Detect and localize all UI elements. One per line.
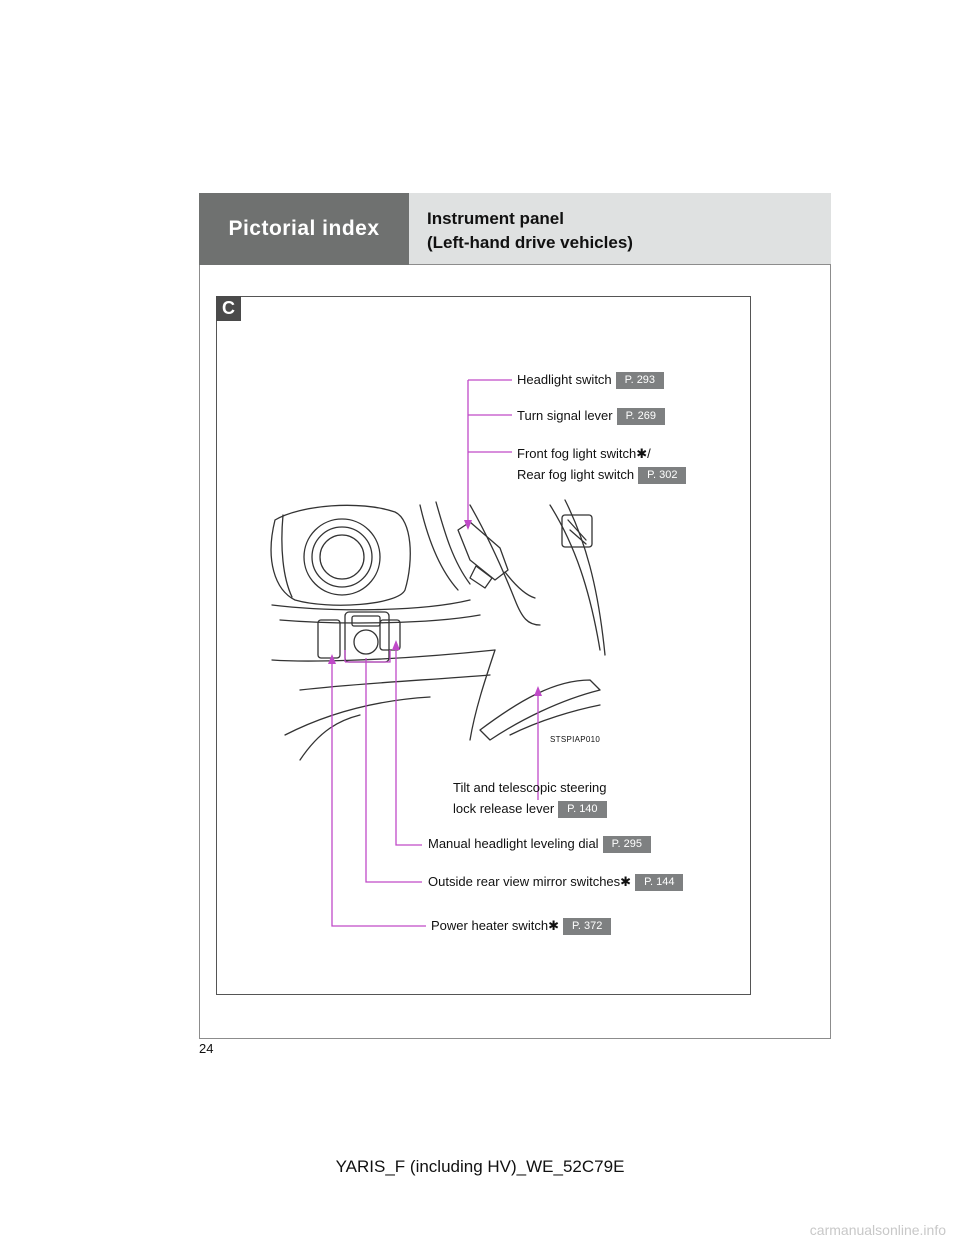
callout-power-heater: Power heater switch✱P. 372 <box>431 917 612 936</box>
callout-headlight-switch-label: Headlight switch <box>517 372 612 387</box>
page-ref-headlight-leveling[interactable]: P. 295 <box>602 836 651 854</box>
watermark: carmanualsonline.info <box>809 1222 946 1238</box>
section-tab: Pictorial index <box>199 193 409 265</box>
callout-tilt-telescopic-label1: Tilt and telescopic steering <box>453 780 607 795</box>
page-number: 24 <box>199 1041 214 1056</box>
callout-tilt-telescopic-label2: lock release lever <box>453 801 555 816</box>
page-ref-mirror-switches[interactable]: P. 144 <box>635 874 684 892</box>
page-ref-power-heater[interactable]: P. 372 <box>562 918 612 936</box>
image-code: STSPIAP010 <box>550 735 601 744</box>
page-title-line1: Instrument panel <box>427 209 564 228</box>
callout-mirror-switches-label: Outside rear view mirror switches <box>428 874 621 889</box>
page-ref-fog-light-switch[interactable]: P. 302 <box>638 467 687 485</box>
asterisk-mark: ✱ <box>620 874 632 889</box>
section-tab-label: Pictorial index <box>228 217 380 240</box>
callout-turn-signal-lever-label: Turn signal lever <box>517 408 613 423</box>
diagram-box <box>216 296 751 995</box>
footer-document-code: YARIS_F (including HV)_WE_52C79E <box>335 1157 625 1176</box>
callout-fog-light-switch-label2: Rear fog light switch <box>517 467 635 482</box>
callout-headlight-leveling-label: Manual headlight leveling dial <box>428 836 599 851</box>
page-ref-headlight-switch[interactable]: P. 293 <box>615 372 665 390</box>
page-title-line2: (Left-hand drive vehicles) <box>427 233 633 252</box>
asterisk-mark: ✱ <box>548 918 559 933</box>
asterisk-mark: ✱ <box>636 446 648 461</box>
section-badge: C <box>216 296 241 321</box>
page-ref-tilt-telescopic[interactable]: P. 140 <box>558 801 607 819</box>
callout-power-heater-label: Power heater switch <box>431 918 549 933</box>
callout-fog-light-switch-label1: Front fog light switch <box>517 446 637 461</box>
callout-mirror-switches: Outside rear view mirror switches✱P. 144 <box>428 873 684 892</box>
page-title: Instrument panel (Left-hand drive vehicl… <box>409 193 831 265</box>
callout-fog-light-switch: Front fog light switch✱/ Rear fog light … <box>517 443 687 485</box>
callout-tilt-telescopic: Tilt and telescopic steering lock releas… <box>453 777 607 819</box>
callout-fog-light-switch-suffix: / <box>647 446 651 461</box>
page-ref-turn-signal-lever[interactable]: P. 269 <box>616 408 666 426</box>
